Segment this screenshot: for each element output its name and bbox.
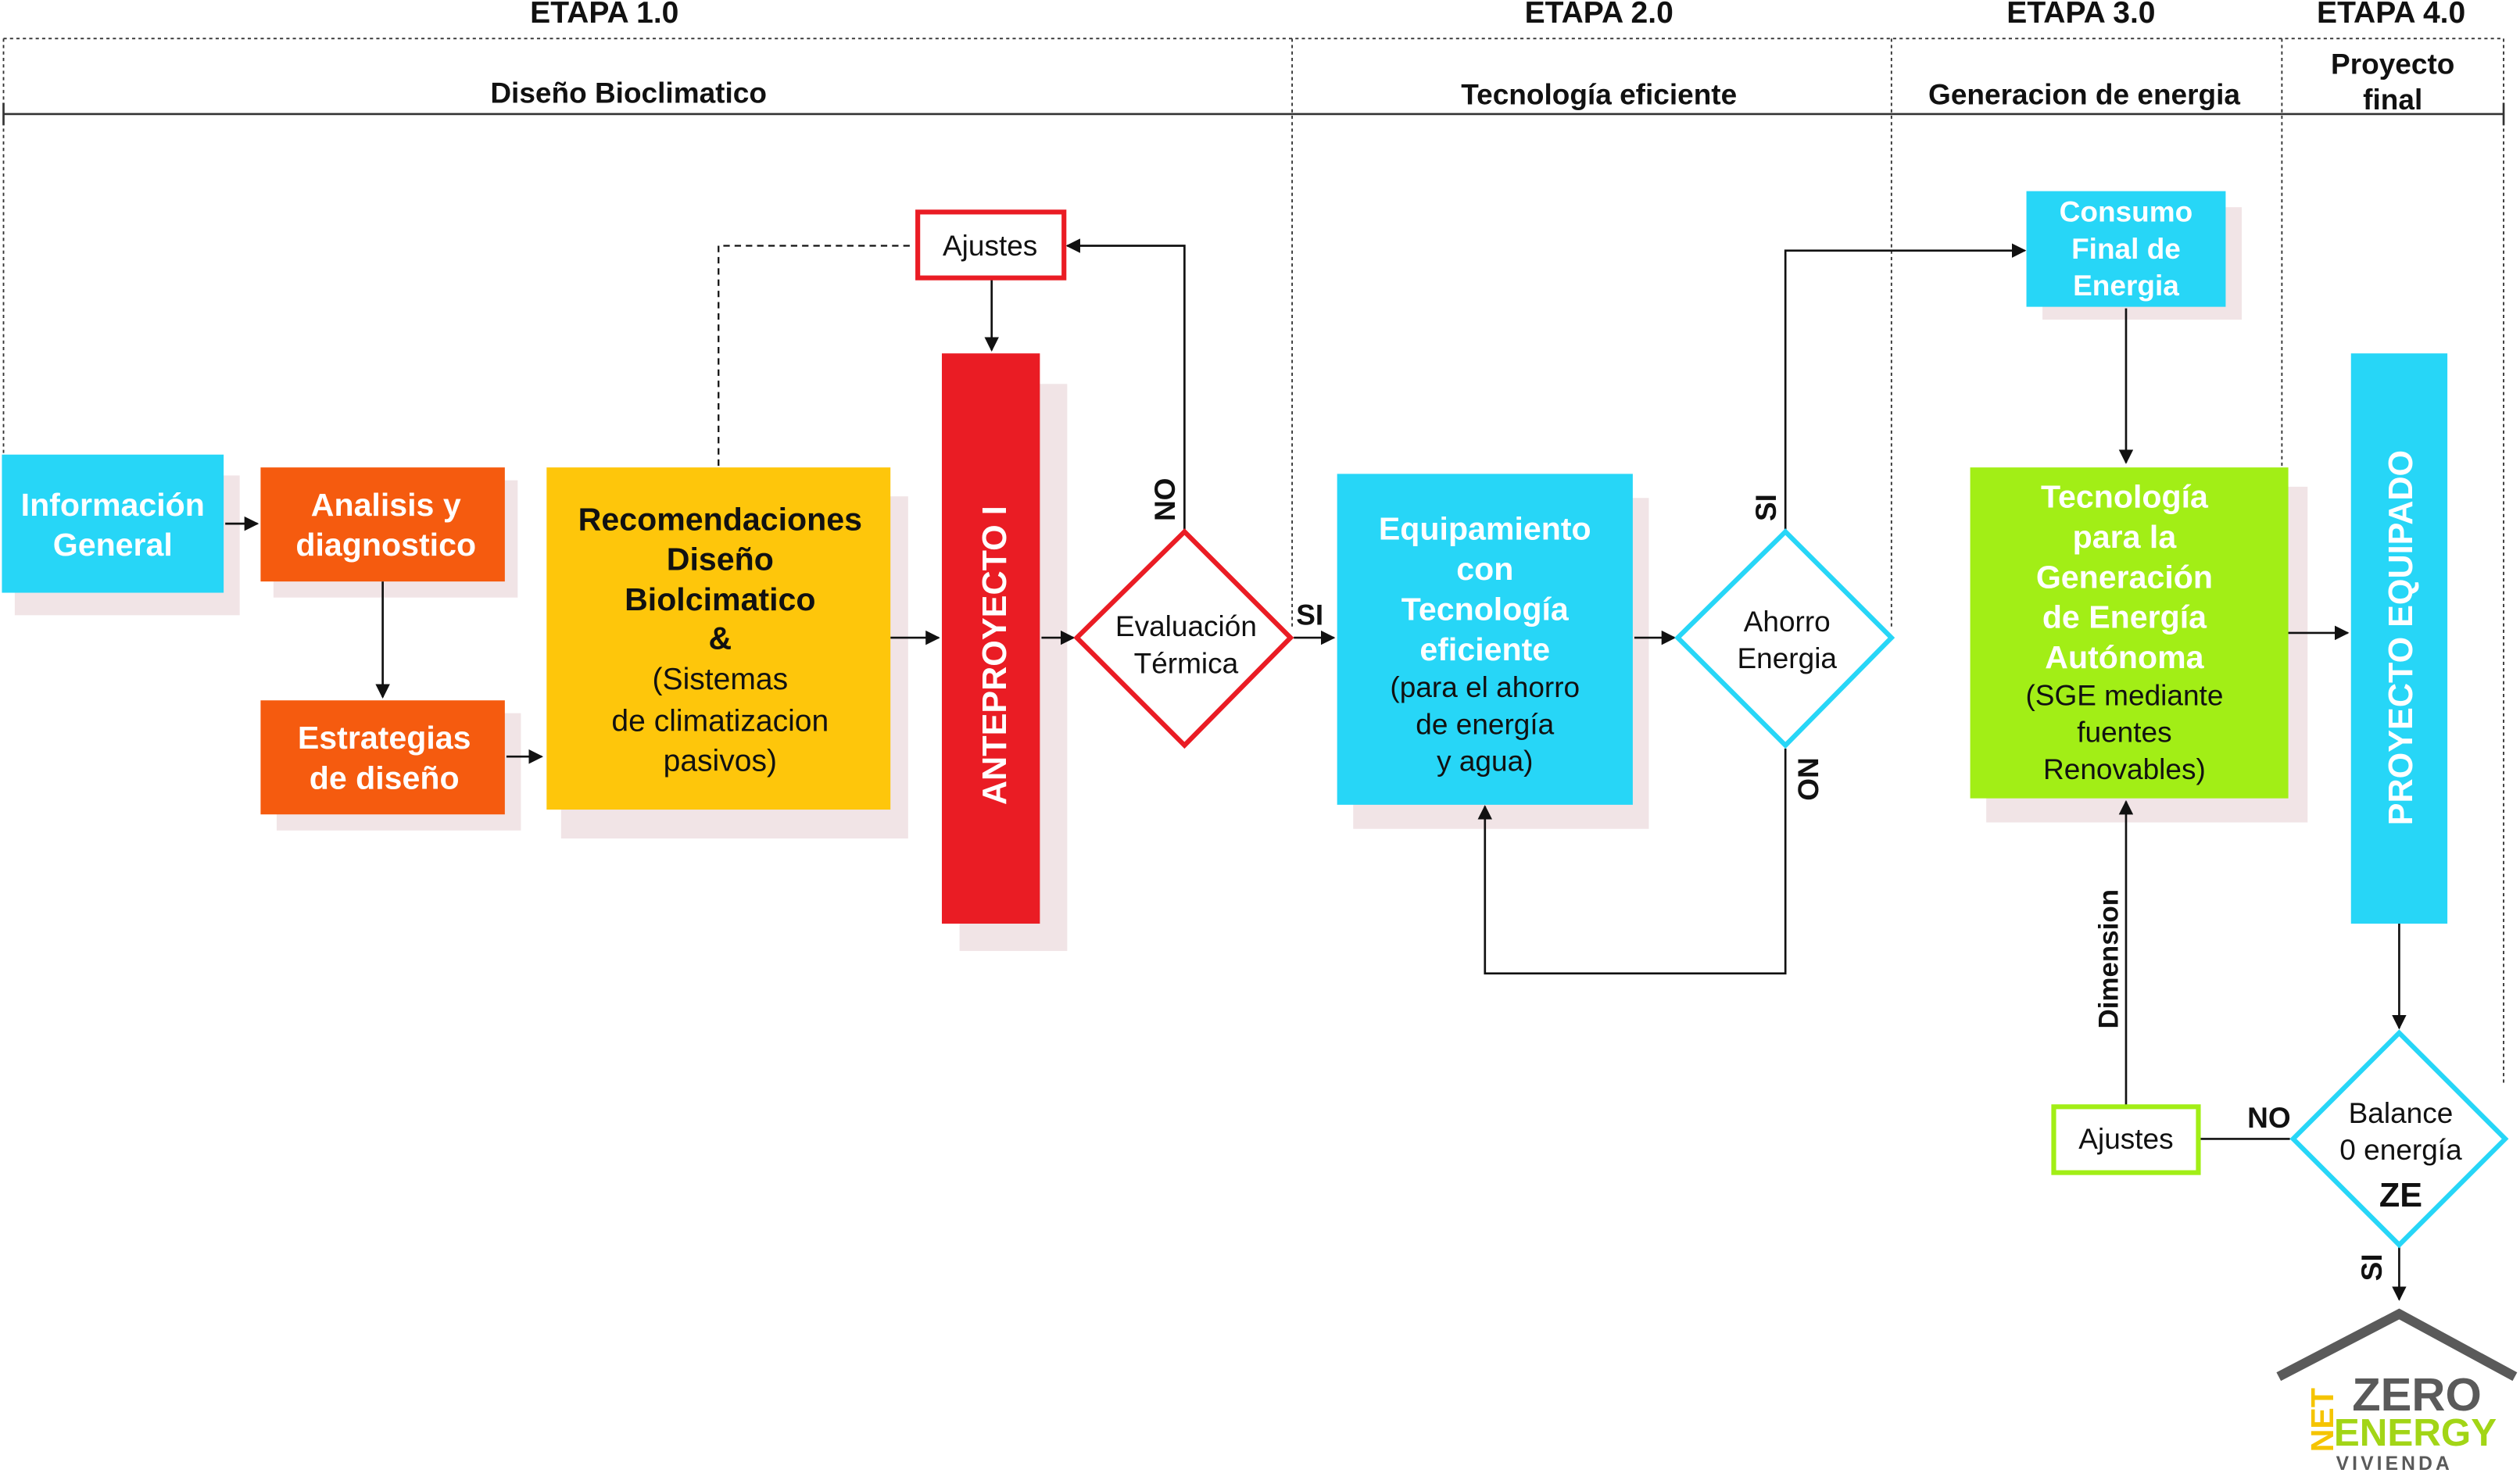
- house-roof-icon: [2276, 1308, 2518, 1382]
- tecnologia-generacion-line: para la: [2073, 519, 2178, 555]
- estrategias-line: de diseño: [310, 760, 460, 795]
- tecnologia-generacion-line: de Energía: [2042, 599, 2207, 635]
- stage-headers: [2, 38, 2505, 1086]
- edge-label-no-evaluacion: NO: [1149, 478, 1181, 522]
- node-recomendaciones: Recomendaciones Diseño Biolcimatico & (S…: [546, 467, 891, 810]
- node-evaluacion-termica: Evaluación Térmica: [1073, 528, 1294, 749]
- recomendaciones-line: Diseño: [667, 542, 774, 577]
- etapa-4-label: ETAPA 4.0: [2317, 0, 2465, 30]
- informacion-general-line: General: [53, 527, 173, 563]
- stage-1-name: Diseño Bioclimatico: [490, 77, 767, 109]
- equipamiento-line: de energía: [1416, 708, 1554, 740]
- analisis-line: diagnostico: [295, 527, 476, 563]
- node-balance-ze: Balance 0 energía ZE: [2289, 1029, 2509, 1249]
- tecnologia-generacion-line: Autónoma: [2045, 639, 2204, 675]
- node-tecnologia-generacion: Tecnología para la Generación de Energía…: [1970, 467, 2289, 799]
- logo-zero: ZERO: [2352, 1368, 2482, 1421]
- etapa-1-label: ETAPA 1.0: [530, 0, 678, 30]
- edge-label-si-ahorro: SI: [1750, 494, 1782, 521]
- consumo-line: Energia: [2073, 270, 2179, 302]
- evaluacion-line: Evaluación: [1115, 610, 1257, 642]
- node-proyecto-equipado: PROYECTO EQUIPADO: [2350, 353, 2448, 924]
- recomendaciones-line: pasivos): [664, 745, 777, 778]
- equipamiento-line: Equipamiento: [1379, 511, 1591, 547]
- ajustes-2-label: Ajustes: [2078, 1123, 2173, 1155]
- node-equipamiento: Equipamiento con Tecnología eficiente (p…: [1337, 474, 1633, 805]
- net-zero-energy-logo: NET ZERO ENERGY VIVIENDA: [2276, 1308, 2518, 1473]
- evaluacion-line: Térmica: [1134, 647, 1239, 679]
- anteproyecto-label: ANTEPROYECTO I: [976, 506, 1014, 805]
- balance-ze-label: ZE: [2379, 1177, 2422, 1214]
- edge-label-dimension: Dimension: [2094, 889, 2124, 1029]
- ahorro-line: Ahorro: [1744, 606, 1831, 638]
- balance-line: 0 energía: [2339, 1134, 2462, 1166]
- consumo-line: Consumo: [2060, 196, 2193, 228]
- recomendaciones-line: de climatizacion: [611, 704, 829, 738]
- equipamiento-line: Tecnología: [1401, 591, 1570, 627]
- etapa-2-label: ETAPA 2.0: [1525, 0, 1673, 30]
- equipamiento-line: (para el ahorro: [1390, 671, 1580, 703]
- node-estrategias-diseno: Estrategias de diseño: [260, 700, 505, 815]
- stage-4-name-line2: final: [2363, 84, 2422, 116]
- estrategias-line: Estrategias: [298, 720, 471, 756]
- informacion-general-line: Información: [21, 487, 205, 523]
- proyecto-equipado-label: PROYECTO EQUIPADO: [2382, 450, 2420, 825]
- ajustes-1-label: Ajustes: [943, 230, 1037, 262]
- equipamiento-line: y agua): [1437, 745, 1533, 778]
- consumo-line: Final de: [2071, 233, 2181, 265]
- logo-vivienda: VIVIENDA: [2336, 1453, 2453, 1473]
- connectors: [225, 238, 2407, 1301]
- equipamiento-line: con: [1456, 551, 1513, 587]
- recomendaciones-line: Biolcimatico: [625, 581, 815, 617]
- node-informacion-general: Información General: [2, 454, 224, 593]
- tecnologia-generacion-line: Tecnología: [2041, 479, 2209, 515]
- logo-net: NET: [2304, 1388, 2340, 1452]
- equipamiento-line: eficiente: [1419, 631, 1550, 667]
- node-ajustes-1: Ajustes: [915, 209, 1067, 281]
- edge-label-si-balance: SI: [2356, 1253, 2388, 1281]
- analisis-line: Analisis y: [311, 487, 461, 523]
- node-ahorro-energia: Ahorro Energia: [1674, 528, 1895, 749]
- tecnologia-generacion-line: (SGE mediante: [2025, 679, 2223, 711]
- node-consumo-final: Consumo Final de Energia: [2026, 191, 2226, 307]
- edge-label-no-balance: NO: [2247, 1102, 2291, 1134]
- recomendaciones-line: &: [708, 620, 732, 656]
- node-anteproyecto: ANTEPROYECTO I: [941, 353, 1040, 924]
- stage-4-name-line1: Proyecto: [2331, 48, 2454, 80]
- node-analisis-diagnostico: Analisis y diagnostico: [260, 467, 505, 582]
- etapa-3-label: ETAPA 3.0: [2006, 0, 2155, 30]
- balance-line: Balance: [2349, 1097, 2454, 1129]
- tecnologia-generacion-line: Generación: [2036, 559, 2213, 595]
- stage-3-name: Generacion de energia: [1928, 79, 2240, 111]
- edge-label-no-ahorro: NO: [1792, 757, 1824, 801]
- stage-2-name: Tecnología eficiente: [1461, 79, 1737, 111]
- recomendaciones-line: Recomendaciones: [578, 501, 862, 537]
- tecnologia-generacion-line: Renovables): [2043, 753, 2206, 785]
- tecnologia-generacion-line: fuentes: [2077, 717, 2171, 749]
- node-ajustes-2: Ajustes: [2051, 1104, 2201, 1175]
- recomendaciones-line: (Sistemas: [653, 663, 789, 696]
- ahorro-line: Energia: [1737, 642, 1837, 674]
- logo-energy: ENERGY: [2334, 1411, 2497, 1454]
- edge-label-si-evaluacion: SI: [1296, 599, 1323, 631]
